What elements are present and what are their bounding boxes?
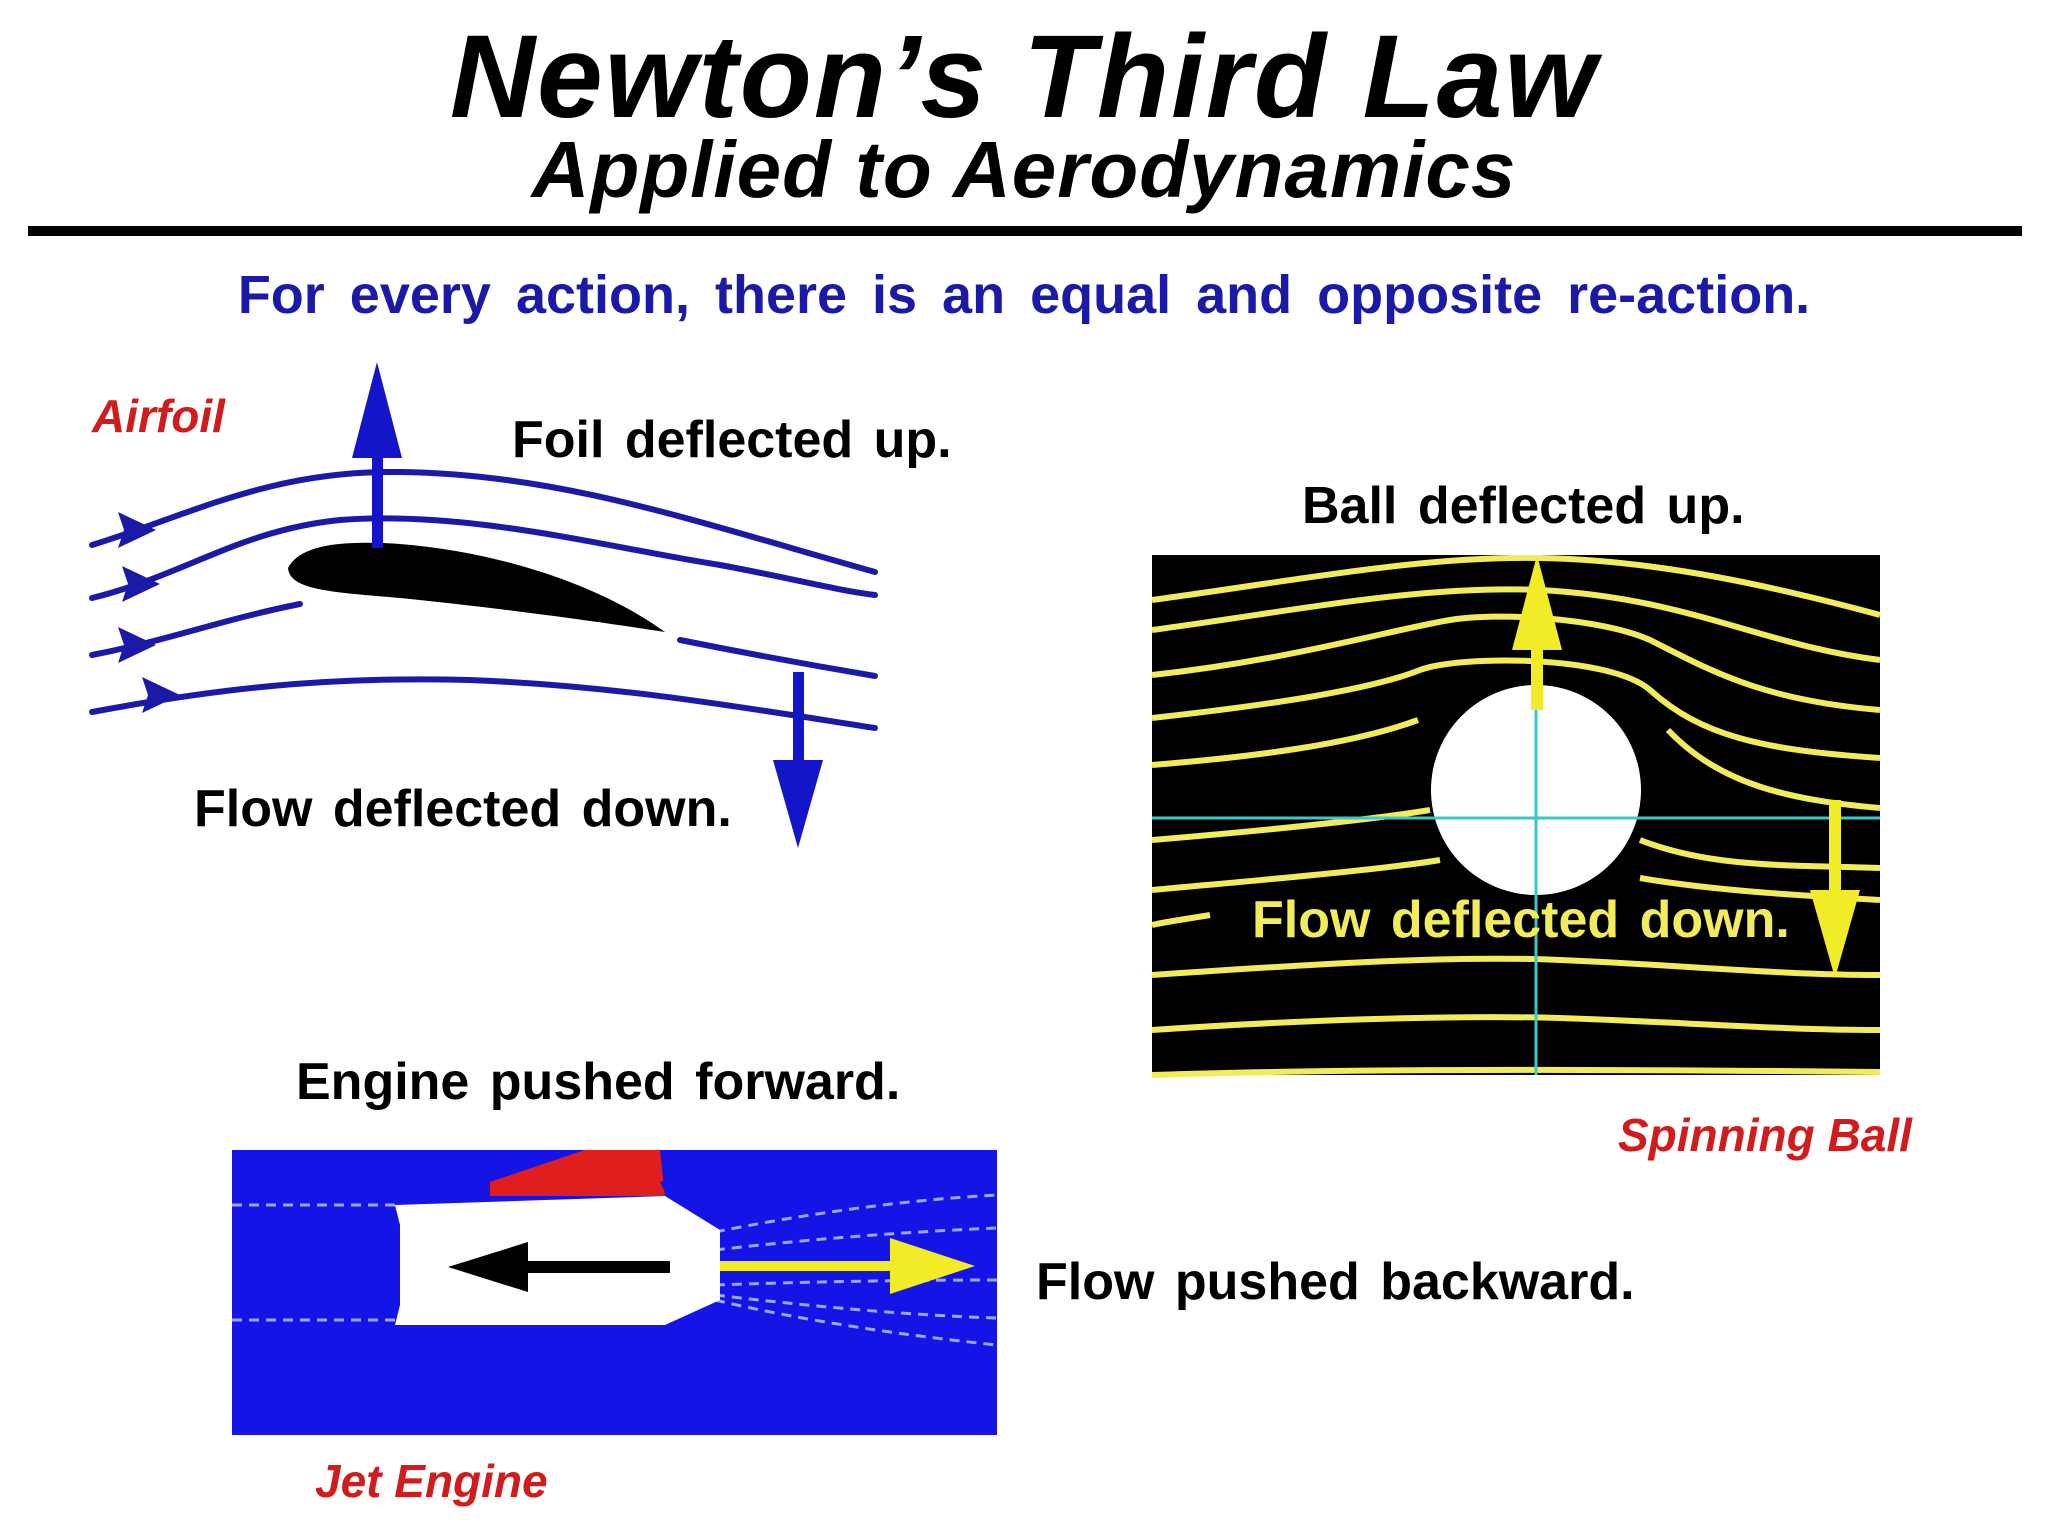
- title-divider: [28, 226, 2022, 236]
- downwash-arrow-shaft: [793, 672, 804, 782]
- engine-panel-background: [232, 1150, 997, 1435]
- ball-streamline: [1151, 955, 1881, 978]
- airfoil-streamline: [677, 637, 878, 679]
- principle-statement: For every action, there is an equal and …: [237, 265, 1811, 325]
- engine-cowl-top: [490, 1150, 665, 1196]
- ball-panel-background: [1152, 555, 1880, 1075]
- flow-arrowhead: [118, 512, 156, 548]
- flow-arrowhead: [142, 677, 180, 713]
- exhaust-arrowhead: [890, 1238, 975, 1294]
- engine-nozzle-top: [660, 1150, 997, 1215]
- engine-body: [395, 1196, 720, 1325]
- lift-arrow-shaft: [372, 418, 383, 548]
- airflow-line: [714, 1278, 998, 1287]
- ball-streamline: [1151, 554, 1881, 618]
- engine-name: Jet Engine: [315, 1455, 548, 1507]
- exhaust-arrow-shaft: [720, 1261, 900, 1271]
- ball-streamline: [1151, 657, 1881, 761]
- ball-downwash-arrow-shaft: [1829, 800, 1841, 910]
- thrust-arrow-shaft: [515, 1261, 670, 1273]
- airfoil-shape: [288, 542, 665, 632]
- ball-streamline: [1151, 613, 1881, 713]
- airfoil-streamline: [89, 601, 303, 658]
- airfoil-streamline: [89, 468, 878, 575]
- thrust-arrowhead: [448, 1242, 528, 1292]
- ball-streamline: [1151, 1014, 1881, 1033]
- flow-arrowhead: [122, 566, 160, 602]
- ball-streamline: [1151, 717, 1881, 811]
- ball-action-label: Flow deflected down.: [1252, 891, 1790, 949]
- engine-reaction-label: Engine pushed forward.: [296, 1053, 901, 1111]
- ball-streamline: [1151, 1066, 1881, 1078]
- airflow-line: [714, 1298, 998, 1347]
- page-subtitle: Applied to Aerodynamics: [531, 125, 1517, 214]
- ball-streamline: [1151, 807, 1881, 871]
- downwash-arrowhead: [773, 760, 823, 848]
- ball-streamline: [1151, 586, 1881, 663]
- airfoil-reaction-label: Foil deflected up.: [512, 411, 952, 469]
- airfoil-action-label: Flow deflected down.: [194, 780, 732, 838]
- engine-action-label: Flow pushed backward.: [1036, 1253, 1635, 1311]
- ball-lift-arrow-shaft: [1531, 630, 1543, 710]
- ball-lift-arrowhead: [1512, 555, 1562, 650]
- airfoil-streamline: [89, 515, 878, 601]
- airflow-line: [714, 1193, 998, 1234]
- flow-arrowhead: [118, 627, 156, 663]
- lift-arrowhead: [352, 362, 402, 458]
- page-title: Newton’s Third Law: [449, 11, 1599, 143]
- airfoil-name: Airfoil: [92, 390, 225, 442]
- airfoil-streamline: [89, 676, 878, 731]
- ball-reaction-label: Ball deflected up.: [1302, 477, 1745, 535]
- ball-name: Spinning Ball: [1618, 1109, 1912, 1161]
- spinning-ball: [1431, 685, 1641, 895]
- ball-downwash-arrowhead: [1810, 890, 1860, 978]
- airflow-line: [714, 1226, 998, 1252]
- ball-streamline: [1151, 912, 1211, 928]
- airflow-line: [714, 1293, 998, 1320]
